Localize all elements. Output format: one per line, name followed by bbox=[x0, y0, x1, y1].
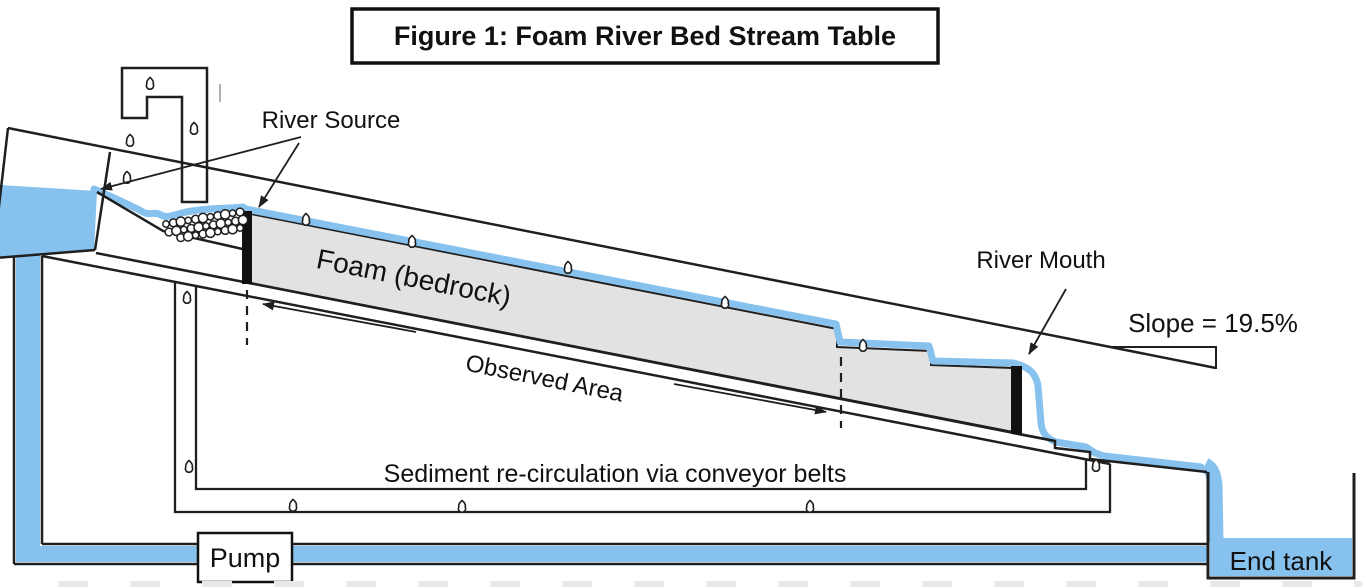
observed-area-right-arrow bbox=[673, 383, 827, 415]
bottom-dash bbox=[274, 581, 304, 587]
bottom-dash bbox=[778, 581, 808, 587]
foam-surface-flow bbox=[243, 205, 1017, 367]
slope-wedge-indicator bbox=[1112, 346, 1217, 369]
gravel-pebble bbox=[219, 209, 231, 220]
bottom-dash bbox=[1066, 581, 1096, 587]
bottom-dash bbox=[1138, 581, 1168, 587]
waterfall-into-tank bbox=[1201, 458, 1224, 543]
table-structure-lines bbox=[0, 126, 1217, 566]
sediment-return-chute bbox=[120, 66, 209, 204]
river-mouth-bar bbox=[1011, 366, 1022, 434]
observed-area-left-arrow bbox=[262, 301, 417, 333]
observed-area-label: Observed Area bbox=[463, 350, 626, 408]
gravel-pebble bbox=[191, 231, 200, 240]
title-box bbox=[350, 7, 940, 65]
sediment-droplet bbox=[125, 133, 135, 148]
bottom-dash bbox=[202, 581, 232, 587]
bottom-dash bbox=[850, 581, 880, 587]
sediment-recirculation-label: Sediment re-circulation via conveyor bel… bbox=[384, 460, 847, 488]
source-reservoir-water bbox=[0, 185, 97, 257]
sediment-droplet bbox=[858, 338, 868, 353]
bottom-dash bbox=[922, 581, 952, 587]
gravel-pebble bbox=[228, 209, 237, 218]
sediment-droplet bbox=[563, 260, 573, 275]
pump-box bbox=[196, 531, 294, 584]
bottom-dash bbox=[634, 581, 664, 587]
end-tank-outline bbox=[1206, 472, 1356, 580]
bottom-dash bbox=[418, 581, 448, 587]
gravel-pebble bbox=[175, 216, 187, 227]
bottom-dash bbox=[346, 581, 376, 587]
label-arrows bbox=[100, 136, 1067, 355]
gravel-pebble bbox=[197, 212, 209, 224]
bottom-dash bbox=[1282, 581, 1312, 587]
bottom-dash bbox=[562, 581, 592, 587]
sediment-droplet bbox=[182, 290, 192, 305]
bottom-dash bbox=[706, 581, 736, 587]
gravel-pile bbox=[162, 207, 249, 243]
river-mouth-label: River Mouth bbox=[976, 247, 1105, 274]
channel-top-edge bbox=[7, 126, 1217, 370]
sediment-droplet bbox=[805, 499, 815, 514]
channel-left-edge bbox=[0, 127, 10, 209]
source-basin-floor bbox=[96, 190, 248, 252]
sediment-droplet bbox=[457, 499, 467, 514]
sediment-droplet bbox=[189, 121, 199, 136]
gravel-pebble bbox=[236, 224, 244, 232]
conveyor-outer-box bbox=[173, 282, 1112, 514]
bottom-dashes bbox=[58, 581, 1362, 587]
reservoir-bottom-edge bbox=[0, 248, 96, 259]
source-basin-flow bbox=[90, 185, 247, 220]
sediment-droplet bbox=[184, 459, 194, 474]
sediment-droplet bbox=[407, 234, 417, 249]
pump-label: Pump bbox=[210, 543, 281, 573]
slope-label: Slope = 19.5% bbox=[1128, 308, 1298, 338]
channel-floor-top bbox=[95, 251, 1056, 443]
sediment-droplet bbox=[720, 295, 730, 310]
bottom-dash bbox=[1210, 581, 1240, 587]
mouth-step-ledges bbox=[1012, 431, 1208, 474]
sediment-droplet bbox=[288, 498, 298, 513]
bottom-dash bbox=[58, 581, 88, 587]
gravel-pebble bbox=[227, 223, 238, 235]
gravel-pebble bbox=[213, 227, 222, 236]
end-tank-water bbox=[1210, 538, 1352, 576]
gravel-pebble bbox=[182, 231, 194, 242]
gravel-pebble bbox=[206, 212, 215, 221]
end-tank-label: End tank bbox=[1230, 546, 1334, 576]
river-mouth-arrow bbox=[1028, 288, 1067, 355]
river-source-arrow-to-bar bbox=[258, 142, 300, 208]
bottom-dash bbox=[1354, 581, 1362, 587]
bottom-dash bbox=[490, 581, 520, 587]
bottom-dash bbox=[130, 581, 160, 587]
channel-floor-bottom bbox=[41, 254, 1111, 466]
conveyor-inner-box bbox=[194, 286, 1088, 491]
gravel-pebble bbox=[184, 216, 193, 225]
gravel-pebble bbox=[237, 214, 249, 226]
river-source-arrow-to-reservoir bbox=[100, 136, 302, 191]
sediment-droplet bbox=[145, 76, 155, 91]
bottom-dash bbox=[994, 581, 1024, 587]
reservoir-right-wall bbox=[93, 151, 112, 251]
river-source-label: River Source bbox=[262, 107, 401, 134]
sediment-droplet bbox=[1091, 458, 1101, 473]
sediment-droplet bbox=[301, 212, 311, 227]
gravel-pebble bbox=[205, 227, 216, 239]
gravel-pebble bbox=[162, 220, 170, 228]
conveyor-housing bbox=[173, 282, 1112, 514]
observed-area-annotations bbox=[245, 290, 843, 428]
foam-upstream-bar bbox=[242, 211, 252, 284]
figure-title: Figure 1: Foam River Bed Stream Table bbox=[394, 21, 896, 51]
